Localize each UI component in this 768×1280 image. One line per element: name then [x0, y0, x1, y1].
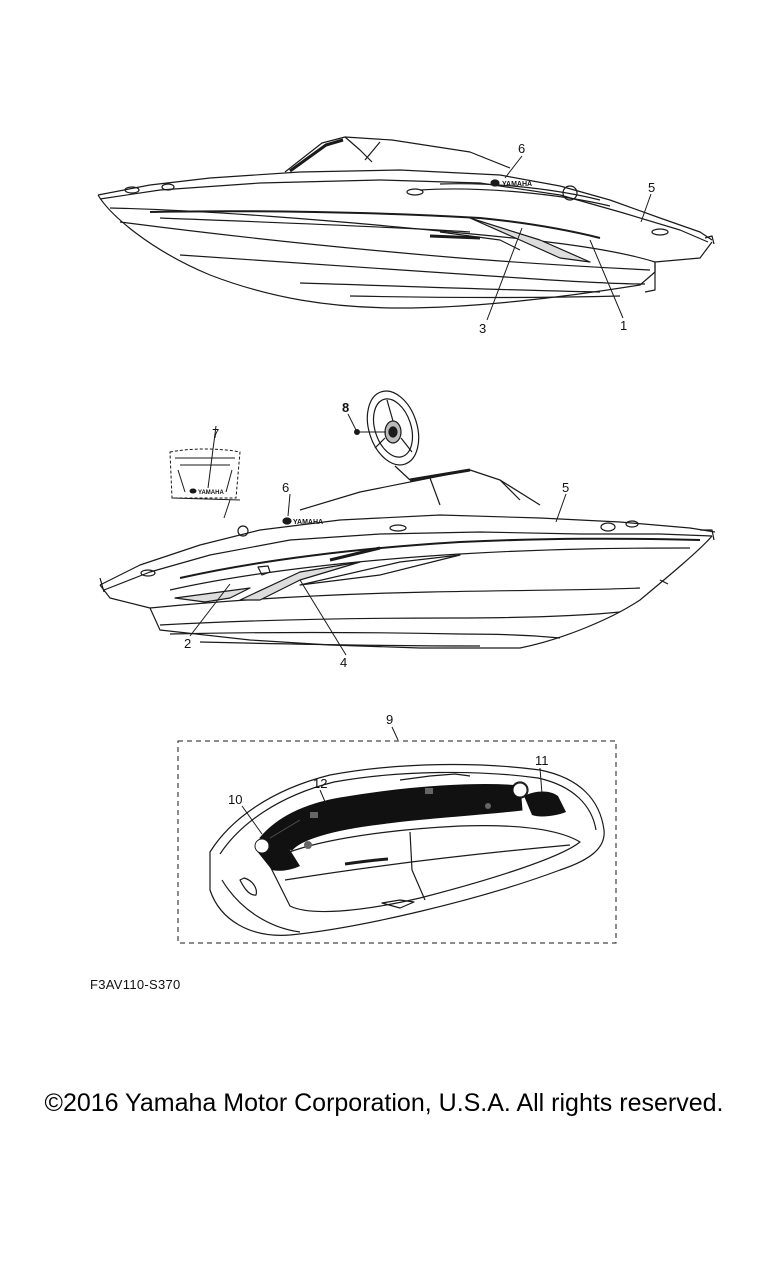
brand-decal-top: YAMAHA: [502, 181, 532, 188]
callout-11: 11: [535, 753, 549, 768]
callout-9: 9: [386, 712, 393, 727]
wheel-leaders: [347, 413, 386, 433]
callout-12: 12: [313, 776, 327, 791]
mat-set-leader: [391, 726, 399, 741]
boat-side-view: [99, 468, 716, 649]
callout-3: 3: [479, 321, 486, 336]
callout-4: 4: [340, 655, 347, 670]
deck-mat-12: [259, 784, 523, 851]
side-leaders: [189, 493, 567, 656]
mat-set-boundary: [177, 740, 617, 944]
dash-inset: [169, 425, 241, 519]
callout-1: 1: [620, 318, 627, 333]
deck-tub: [209, 763, 605, 936]
callout-5-top: 5: [648, 180, 655, 195]
brand-decal-side: YAMAHA: [293, 519, 323, 526]
corner-mat-11: [524, 791, 566, 817]
callout-2: 2: [184, 636, 191, 651]
callout-10: 10: [228, 792, 242, 807]
callout-6-top: 6: [518, 141, 525, 156]
callout-5-side: 5: [562, 480, 569, 495]
top-leaders: [486, 155, 652, 321]
callout-8: 8: [342, 400, 349, 415]
drain-fitting-icon: [304, 841, 312, 849]
brand-decal-inset: YAMAHA: [198, 490, 224, 496]
parts-diagram: YAMAHA 6 5 3 1 8 YAMAHA 7: [97, 136, 716, 944]
mat-leaders: [241, 767, 543, 835]
figure-reference-code: F3AV110-S370: [90, 977, 181, 992]
callout-7: 7: [212, 426, 219, 441]
copyright-notice: ©2016 Yamaha Motor Corporation, U.S.A. A…: [44, 1089, 724, 1117]
horn-emblem-icon: [354, 429, 360, 435]
boat-top-view: [97, 136, 715, 309]
callout-6-side: 6: [282, 480, 289, 495]
